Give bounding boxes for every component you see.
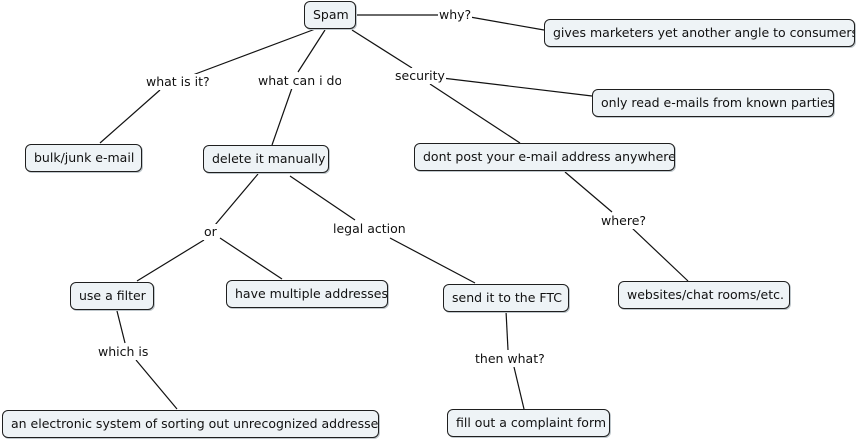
connector-whatcanido-delete (271, 87, 293, 146)
link-label-why: why? (438, 7, 473, 23)
concept-complaint-form[interactable]: fill out a complaint form (447, 409, 610, 437)
connector-spam-security (351, 29, 413, 69)
connector-spam-whatisit (189, 27, 319, 77)
link-label-legal-action: legal action (332, 221, 405, 237)
concept-send-ftc[interactable]: send it to the FTC (443, 284, 569, 312)
connector-security-onlyread (441, 77, 593, 97)
connector-legal-sendftc (389, 237, 476, 284)
connector-dontpost-where (564, 171, 613, 213)
concept-gives-marketers[interactable]: gives marketers yet another angle to con… (544, 19, 855, 47)
concept-only-read[interactable]: only read e-mails from known parties (592, 89, 834, 117)
connector-or-usefilter (136, 239, 205, 282)
concept-bulk-junk[interactable]: bulk/junk e-mail (25, 144, 142, 172)
connector-whichis-electronic (135, 359, 178, 410)
connector-delete-legal (289, 175, 356, 221)
connector-where-websites (631, 227, 689, 282)
concept-delete-manually[interactable]: delete it manually (203, 145, 329, 173)
concept-multiple-addresses[interactable]: have multiple addresses (226, 280, 388, 308)
concept-use-filter[interactable]: use a filter (70, 282, 154, 310)
link-label-or: or (203, 224, 218, 240)
link-label-where: where? (600, 213, 648, 229)
connector-usefilter-whichis (116, 310, 126, 344)
connector-security-dontpost (429, 83, 521, 144)
concept-websites[interactable]: websites/chat rooms/etc. (618, 281, 790, 309)
connector-spam-whatcanido (297, 29, 326, 73)
link-label-what-is-it: what is it? (145, 74, 211, 90)
link-label-security: security (394, 68, 446, 84)
link-label-which-is: which is (97, 344, 150, 360)
connector-why-gives (469, 16, 545, 31)
link-label-then-what: then what? (474, 351, 545, 367)
connector-or-multiple (219, 237, 283, 280)
connector-whatisit-bulk (99, 89, 161, 144)
concept-electronic-system[interactable]: an electronic system of sorting out unre… (2, 410, 379, 438)
concept-spam[interactable]: Spam (304, 1, 356, 29)
connector-thenwhat-complaint (513, 366, 525, 410)
connector-sendftc-thenwhat (505, 310, 509, 351)
concept-dont-post[interactable]: dont post your e-mail address anywhere (414, 143, 675, 171)
connector-delete-or (214, 173, 259, 226)
link-label-what-can-i-do: what can i do (257, 73, 341, 89)
